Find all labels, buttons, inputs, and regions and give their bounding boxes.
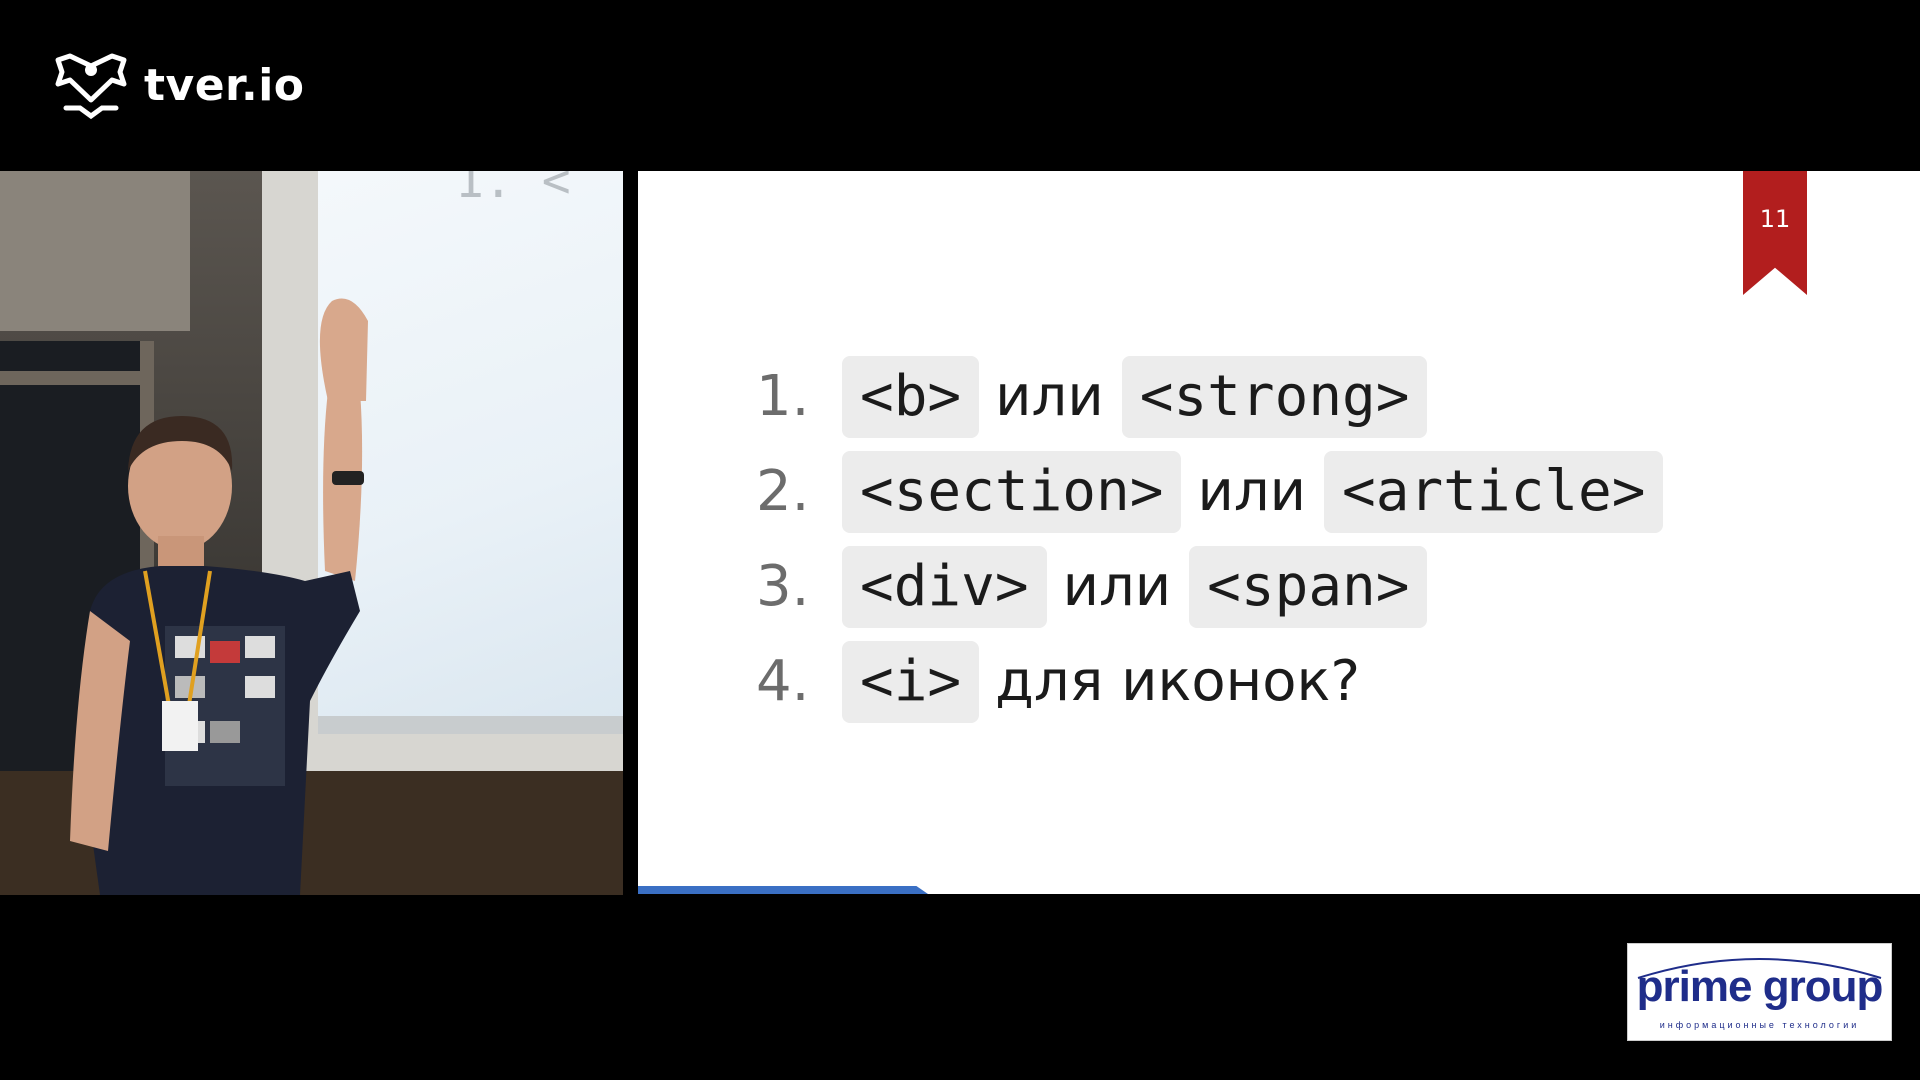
sponsor-tagline: информационные технологии	[1659, 1020, 1860, 1030]
sponsor-arc-icon	[1637, 958, 1882, 979]
list-item: 3. <div> или <span>	[756, 539, 1679, 634]
projection-edge	[318, 716, 623, 734]
projection-screen	[318, 171, 623, 716]
code-tag: <strong>	[1121, 355, 1428, 438]
projection-text: 1. <	[455, 171, 571, 209]
code-tag: <span>	[1189, 545, 1428, 628]
item-number: 1.	[756, 364, 810, 429]
item-number: 3.	[756, 554, 810, 619]
brand-name: tver.io	[144, 59, 305, 111]
item-number: 2.	[756, 459, 810, 524]
code-tag: <article>	[1324, 450, 1664, 533]
video-wall	[0, 171, 190, 331]
code-tag: <div>	[842, 545, 1047, 628]
presentation-slide: 11 1. <b> или <strong> 2. <section> или …	[638, 171, 1920, 894]
code-tag: <section>	[842, 450, 1182, 533]
slide-number: 11	[1759, 205, 1791, 233]
video-window-bar	[0, 371, 150, 385]
item-word: для иконок?	[995, 649, 1361, 714]
sponsor-name: prime group	[1636, 962, 1884, 1011]
sponsor-logo: prime group информационные технологии	[1627, 943, 1892, 1041]
item-word: или	[995, 364, 1104, 429]
presenter-figure	[70, 298, 368, 895]
slide-number-ribbon: 11	[1743, 171, 1807, 295]
item-word: или	[1197, 459, 1307, 524]
list-item: 4. <i> для иконок?	[756, 634, 1679, 729]
tver-logo-icon	[55, 53, 127, 120]
list-item: 1. <b> или <strong>	[756, 349, 1679, 444]
slide-progress-bar	[638, 886, 928, 894]
slide-list: 1. <b> или <strong> 2. <section> или <ar…	[756, 349, 1679, 729]
item-number: 4.	[756, 649, 810, 714]
item-word: или	[1062, 554, 1172, 619]
code-tag: <i>	[842, 640, 980, 723]
code-tag: <b>	[842, 355, 980, 438]
speaker-video: 1. <	[0, 171, 623, 895]
brand-header: tver.io	[52, 50, 305, 120]
list-item: 2. <section> или <article>	[756, 444, 1679, 539]
